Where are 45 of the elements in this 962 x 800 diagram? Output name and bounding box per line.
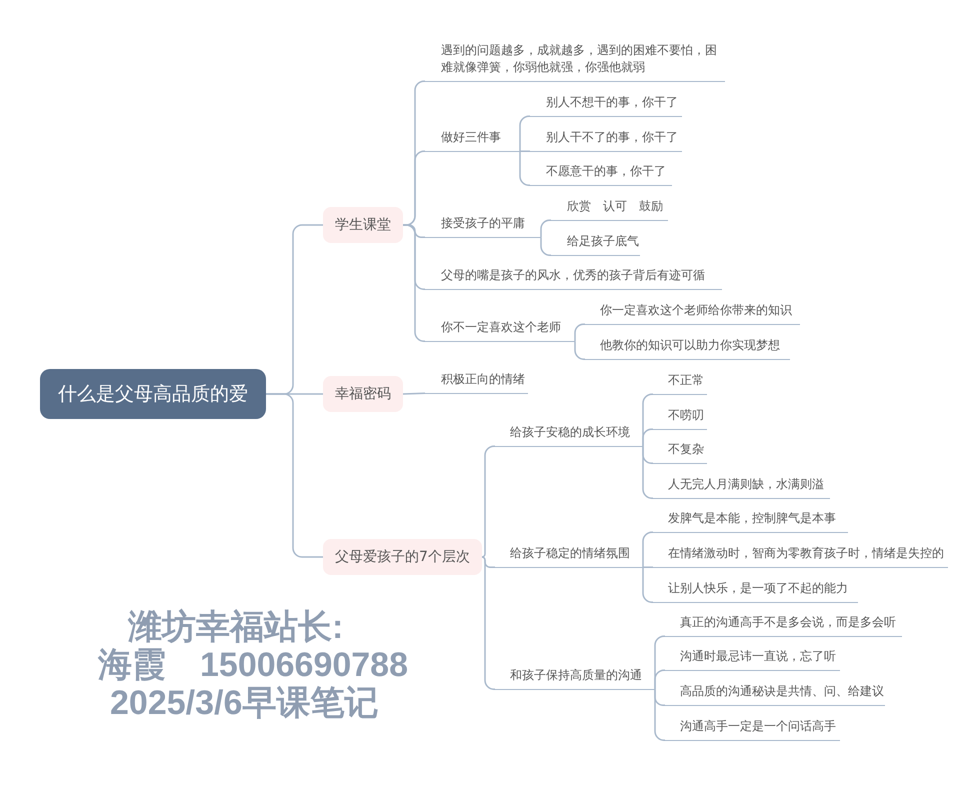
branch-line <box>520 150 530 152</box>
branch-line <box>402 392 426 395</box>
root-node: 什么是父母高品质的爱 <box>40 369 266 419</box>
branch-line <box>540 237 552 256</box>
branch-line <box>654 670 666 690</box>
topic-text: 你不一定喜欢这个老师 <box>425 319 575 342</box>
topic-text: 积极正向的情绪 <box>425 371 528 394</box>
topic-text: 高品质的沟通秘诀是共情、问、给建议 <box>665 683 885 706</box>
topic-text: 在情绪激动时，智商为零教育孩子时，情绪是失控的 <box>653 545 948 568</box>
topic-text: 你一定喜欢这个老师给你带来的知识 <box>585 302 800 325</box>
topic-text: 不愿意干的事，你干了 <box>530 163 672 186</box>
topic-text: 别人干不了的事，你干了 <box>530 129 682 152</box>
branch-line <box>403 150 426 226</box>
topic-text: 别人不想干的事，你干了 <box>530 94 682 117</box>
branch-line <box>540 220 551 238</box>
topic-text: 给足孩子底气 <box>551 233 640 256</box>
topic-text: 给孩子安稳的成长环境 <box>495 424 643 447</box>
topic-text: 沟通时最忌讳一直说，忘了听 <box>665 648 840 671</box>
branch-line <box>266 393 323 558</box>
branch-line <box>643 566 653 568</box>
topic-text: 欣赏 认可 鼓励 <box>551 198 668 221</box>
topic-text: 真正的沟通高手不是多会说，而是多会听 <box>665 614 902 637</box>
branch-line <box>574 324 585 342</box>
topic-text: 不唠叨 <box>653 407 707 430</box>
branch-line <box>642 428 653 446</box>
topic-text: 他教你的知识可以助力你实现梦想 <box>585 337 790 360</box>
topic-text: 不正常 <box>653 372 707 395</box>
topic-text: 发脾气是本能，控制脾气是本事 <box>653 510 848 533</box>
branch-line <box>574 341 586 360</box>
topic-text: 遇到的问题越多，成就越多，遇到的困难不要怕，困难就像弹簧，你弱他就强，你强他就弱 <box>425 42 725 82</box>
topic-text: 接受孩子的平庸 <box>425 215 541 238</box>
topic-text: 给孩子稳定的情绪氛围 <box>495 545 643 568</box>
topic-box: 父母爱孩子的7个层次 <box>323 539 482 575</box>
topic-text: 人无完人月满则缺，水满则溢 <box>653 476 830 499</box>
topic-text: 和孩子保持高质量的沟通 <box>495 667 655 690</box>
topic-text: 让别人快乐，是一项了不起的能力 <box>653 580 858 603</box>
topic-box: 幸福密码 <box>323 376 403 412</box>
note-text: 海霞 15006690788 <box>98 645 408 686</box>
topic-text: 做好三件事 <box>425 129 520 152</box>
note-text: 潍坊幸福站长: <box>128 607 344 648</box>
topic-text: 沟通高手一定是一个问话高手 <box>665 718 840 741</box>
topic-text: 不复杂 <box>653 441 707 464</box>
topic-box: 学生课堂 <box>323 207 403 243</box>
topic-text: 父母的嘴是孩子的风水，优秀的孩子背后有迹可循 <box>425 267 722 290</box>
note-text: 2025/3/6早课笔记 <box>110 683 378 724</box>
